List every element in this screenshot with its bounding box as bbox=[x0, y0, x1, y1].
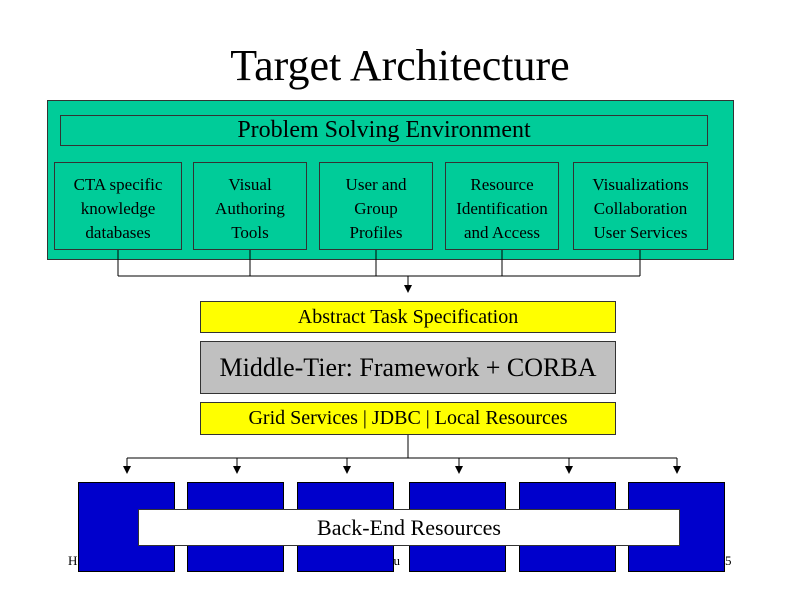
tool-line: Collaboration bbox=[593, 199, 688, 218]
tool-line: and Access bbox=[463, 223, 540, 242]
abstract-task-spec-box: Abstract Task Specification bbox=[200, 301, 616, 333]
tool-line: Visual bbox=[228, 175, 272, 194]
tool-line: Authoring bbox=[215, 199, 285, 218]
middle-tier-box: Middle-Tier: Framework + CORBA bbox=[200, 341, 616, 394]
tool-line: Visualizations bbox=[592, 175, 689, 194]
tool-line: User and bbox=[345, 175, 407, 194]
tool-line: knowledge bbox=[80, 199, 156, 218]
tool-box-visualizations: Visualizations Collaboration User Servic… bbox=[573, 162, 708, 250]
tool-box-visual-authoring: Visual Authoring Tools bbox=[193, 162, 307, 250]
tool-line: databases bbox=[85, 223, 151, 242]
slide-title: Target Architecture bbox=[230, 41, 570, 90]
tool-line: Profiles bbox=[349, 223, 403, 242]
tool-line: User Services bbox=[593, 223, 688, 242]
tool-box-resource-identification: Resource Identification and Access bbox=[445, 162, 559, 250]
footer-fragment: 5 bbox=[725, 553, 732, 568]
tool-line: Tools bbox=[231, 223, 269, 242]
tool-line: CTA specific bbox=[73, 175, 163, 194]
tool-box-user-profiles: User and Group Profiles bbox=[319, 162, 433, 250]
tool-line: Resource bbox=[470, 175, 534, 194]
grid-services-box: Grid Services | JDBC | Local Resources bbox=[200, 402, 616, 435]
tool-line: Group bbox=[354, 199, 398, 218]
tool-box-cta-databases: CTA specific knowledge databases bbox=[54, 162, 182, 250]
pse-label: Problem Solving Environment bbox=[60, 115, 708, 146]
back-end-resources-label: Back-End Resources bbox=[138, 509, 680, 546]
tool-line: Identification bbox=[456, 199, 548, 218]
footer-fragment: H bbox=[68, 553, 78, 568]
